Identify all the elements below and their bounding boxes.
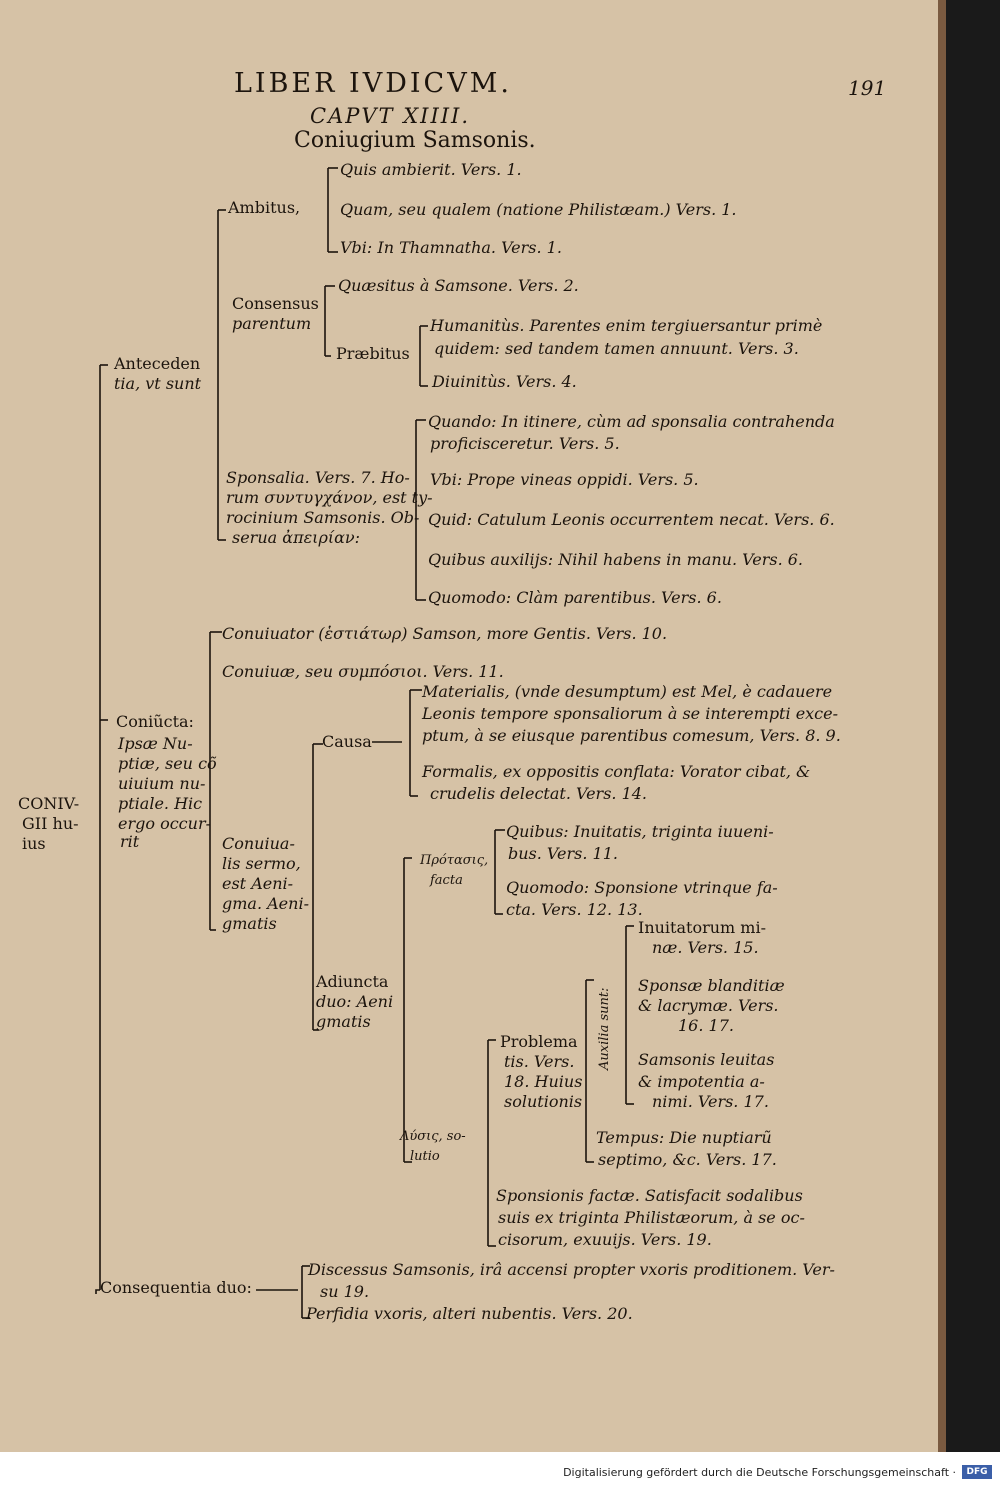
- quibus-auxiliis: Quibus auxilijs: Nihil habens in manu. V…: [428, 550, 803, 569]
- footer-credit: Digitalisierung gefördert durch die Deut…: [563, 1466, 956, 1479]
- samsonis-1: Samsonis leuitas: [638, 1050, 775, 1069]
- coniuncta-1: Coniũcta:: [116, 712, 194, 731]
- ambitus-item-1: Quis ambierit. Vers. 1.: [340, 160, 522, 179]
- materialis-2: Leonis tempore sponsaliorum à se interem…: [422, 704, 839, 723]
- page-title: Coniugium Samsonis.: [294, 128, 536, 153]
- quando-2: proficisceretur. Vers. 5.: [430, 434, 620, 453]
- humanitus-2: quidem: sed tandem tamen annuunt. Vers. …: [434, 339, 799, 358]
- ambitus-item-2: Quam, seu qualem (natione Philistæam.) V…: [340, 200, 737, 219]
- inuitatorum-1: Inuitatorum mi-: [638, 918, 766, 937]
- coniuncta-7: rit: [120, 832, 140, 851]
- inuitatorum-2: næ. Vers. 15.: [652, 938, 759, 957]
- praebitus-label: Præbitus: [336, 344, 410, 363]
- antecedentia-1: Anteceden: [114, 354, 201, 373]
- coniuncta-3: ptiæ, seu cõ: [118, 754, 217, 773]
- lysis-2: lutio: [410, 1149, 440, 1164]
- quomodo-sponsione-1: Quomodo: Sponsione vtrinque fa-: [506, 878, 778, 897]
- perfidia: Perfidia vxoris, alteri nubentis. Vers. …: [306, 1304, 633, 1323]
- root-label-3: ius: [22, 834, 46, 853]
- sermo-2: lis sermo,: [222, 854, 301, 873]
- samsonis-3: nimi. Vers. 17.: [652, 1092, 769, 1111]
- sponsalia-3: rocinium Samsonis. Ob-: [226, 508, 420, 527]
- conuiuator: Conuiuator (ἑστιάτωρ) Samson, more Genti…: [222, 624, 668, 643]
- consensus-1: Consensus: [232, 294, 319, 313]
- sponsae-1: Sponsæ blanditiæ: [638, 976, 785, 995]
- problematis-1: Problema: [500, 1032, 578, 1051]
- root-label-1: CONIV-: [18, 794, 80, 813]
- problematis-3: 18. Huius: [504, 1072, 583, 1091]
- sermo-4: gma. Aeni-: [222, 894, 309, 913]
- materialis-3: ptum, à se eiusque parentibus comesum, V…: [422, 726, 841, 745]
- antecedentia-2: tia, vt sunt: [114, 374, 202, 393]
- problematis-4: solutionis: [504, 1092, 583, 1111]
- quibus-inuitatis-1: Quibus: Inuitatis, triginta iuueni-: [506, 822, 774, 841]
- materialis-1: Materialis, (vnde desumptum) est Mel, è …: [422, 682, 833, 701]
- chapter-heading: CAPVT XIIII.: [310, 104, 471, 128]
- sponsae-3: 16. 17.: [678, 1016, 734, 1035]
- causa-label: Causa: [322, 732, 372, 751]
- discessus-2: su 19.: [320, 1282, 370, 1301]
- adiuncta-3: gmatis: [316, 1012, 371, 1031]
- vbi-prope: Vbi: Prope vineas oppidi. Vers. 5.: [430, 470, 699, 489]
- humanitus-1: Humanitùs. Parentes enim tergiuersantur …: [430, 316, 823, 335]
- sermo-3: est Aeni-: [222, 874, 294, 893]
- sermo-1: Conuiua-: [222, 834, 295, 853]
- page-number: 191: [848, 76, 887, 100]
- adiuncta-2: duo: Aeni: [316, 992, 394, 1011]
- book-page: [0, 0, 938, 1452]
- quomodo-sponsione-2: cta. Vers. 12. 13.: [506, 900, 643, 919]
- scan-background: [938, 0, 1000, 1452]
- protasis-2: facta: [430, 873, 463, 888]
- diuinitus: Diuinitùs. Vers. 4.: [432, 372, 577, 391]
- coniuncta-5: ptiale. Hic: [118, 794, 203, 813]
- dfg-logo-icon: DFG: [962, 1465, 992, 1479]
- formalis-2: crudelis delectat. Vers. 14.: [430, 784, 648, 803]
- problematis-2: tis. Vers.: [504, 1052, 575, 1071]
- ambitus-item-3: Vbi: In Thamnatha. Vers. 1.: [340, 238, 562, 257]
- sponsionis-3: cisorum, exuuijs. Vers. 19.: [498, 1230, 712, 1249]
- root-label-2: GII hu-: [22, 814, 79, 833]
- tempus-2: septimo, &c. Vers. 17.: [598, 1150, 777, 1169]
- quando-1: Quando: In itinere, cùm ad sponsalia con…: [428, 412, 835, 431]
- sponsalia-4: serua ἀπειρίαν:: [232, 528, 361, 547]
- discessus-1: Discessus Samsonis, irâ accensi propter …: [308, 1260, 835, 1279]
- formalis-1: Formalis, ex oppositis conflata: Vorator…: [422, 762, 811, 781]
- coniuncta-4: uiuium nu-: [118, 774, 206, 793]
- sponsae-2: & lacrymæ. Vers.: [638, 996, 779, 1015]
- running-title: LIBER IVDICVM.: [234, 68, 512, 99]
- footer-bar: [0, 1452, 1000, 1485]
- consequentia-label: Consequentia duo:: [100, 1278, 252, 1297]
- consensus-2: parentum: [232, 314, 312, 333]
- protasis-1: Πρότασις,: [420, 853, 489, 868]
- page-edge: [938, 0, 946, 1452]
- quomodo-clam: Quomodo: Clàm parentibus. Vers. 6.: [428, 588, 722, 607]
- conuiuae: Conuiuæ, seu συμπόσιοι. Vers. 11.: [222, 662, 504, 681]
- coniuncta-6: ergo occur-: [118, 814, 211, 833]
- sponsionis-2: suis ex triginta Philistæorum, à se oc-: [498, 1208, 805, 1227]
- quibus-inuitatis-2: bus. Vers. 11.: [508, 844, 618, 863]
- sermo-5: gmatis: [222, 914, 277, 933]
- samsonis-2: & impotentia a-: [638, 1072, 765, 1091]
- ambitus-label: Ambitus,: [228, 198, 301, 217]
- sponsionis-1: Sponsionis factæ. Satisfacit sodalibus: [496, 1186, 803, 1205]
- quid: Quid: Catulum Leonis occurrentem necat. …: [428, 510, 835, 529]
- adiuncta-1: Adiuncta: [316, 972, 389, 991]
- coniuncta-2: Ipsæ Nu-: [118, 734, 193, 753]
- tempus-1: Tempus: Die nuptiarũ: [596, 1128, 772, 1147]
- quaesitus: Quæsitus à Samsone. Vers. 2.: [338, 276, 579, 295]
- sponsalia-1: Sponsalia. Vers. 7. Ho-: [226, 468, 410, 487]
- sponsalia-2: rum συντυγχάνον, est ty-: [226, 488, 433, 507]
- auxilia-vertical: Auxilia sunt:: [597, 987, 612, 1070]
- lysis-1: Λύσις, so-: [400, 1129, 466, 1144]
